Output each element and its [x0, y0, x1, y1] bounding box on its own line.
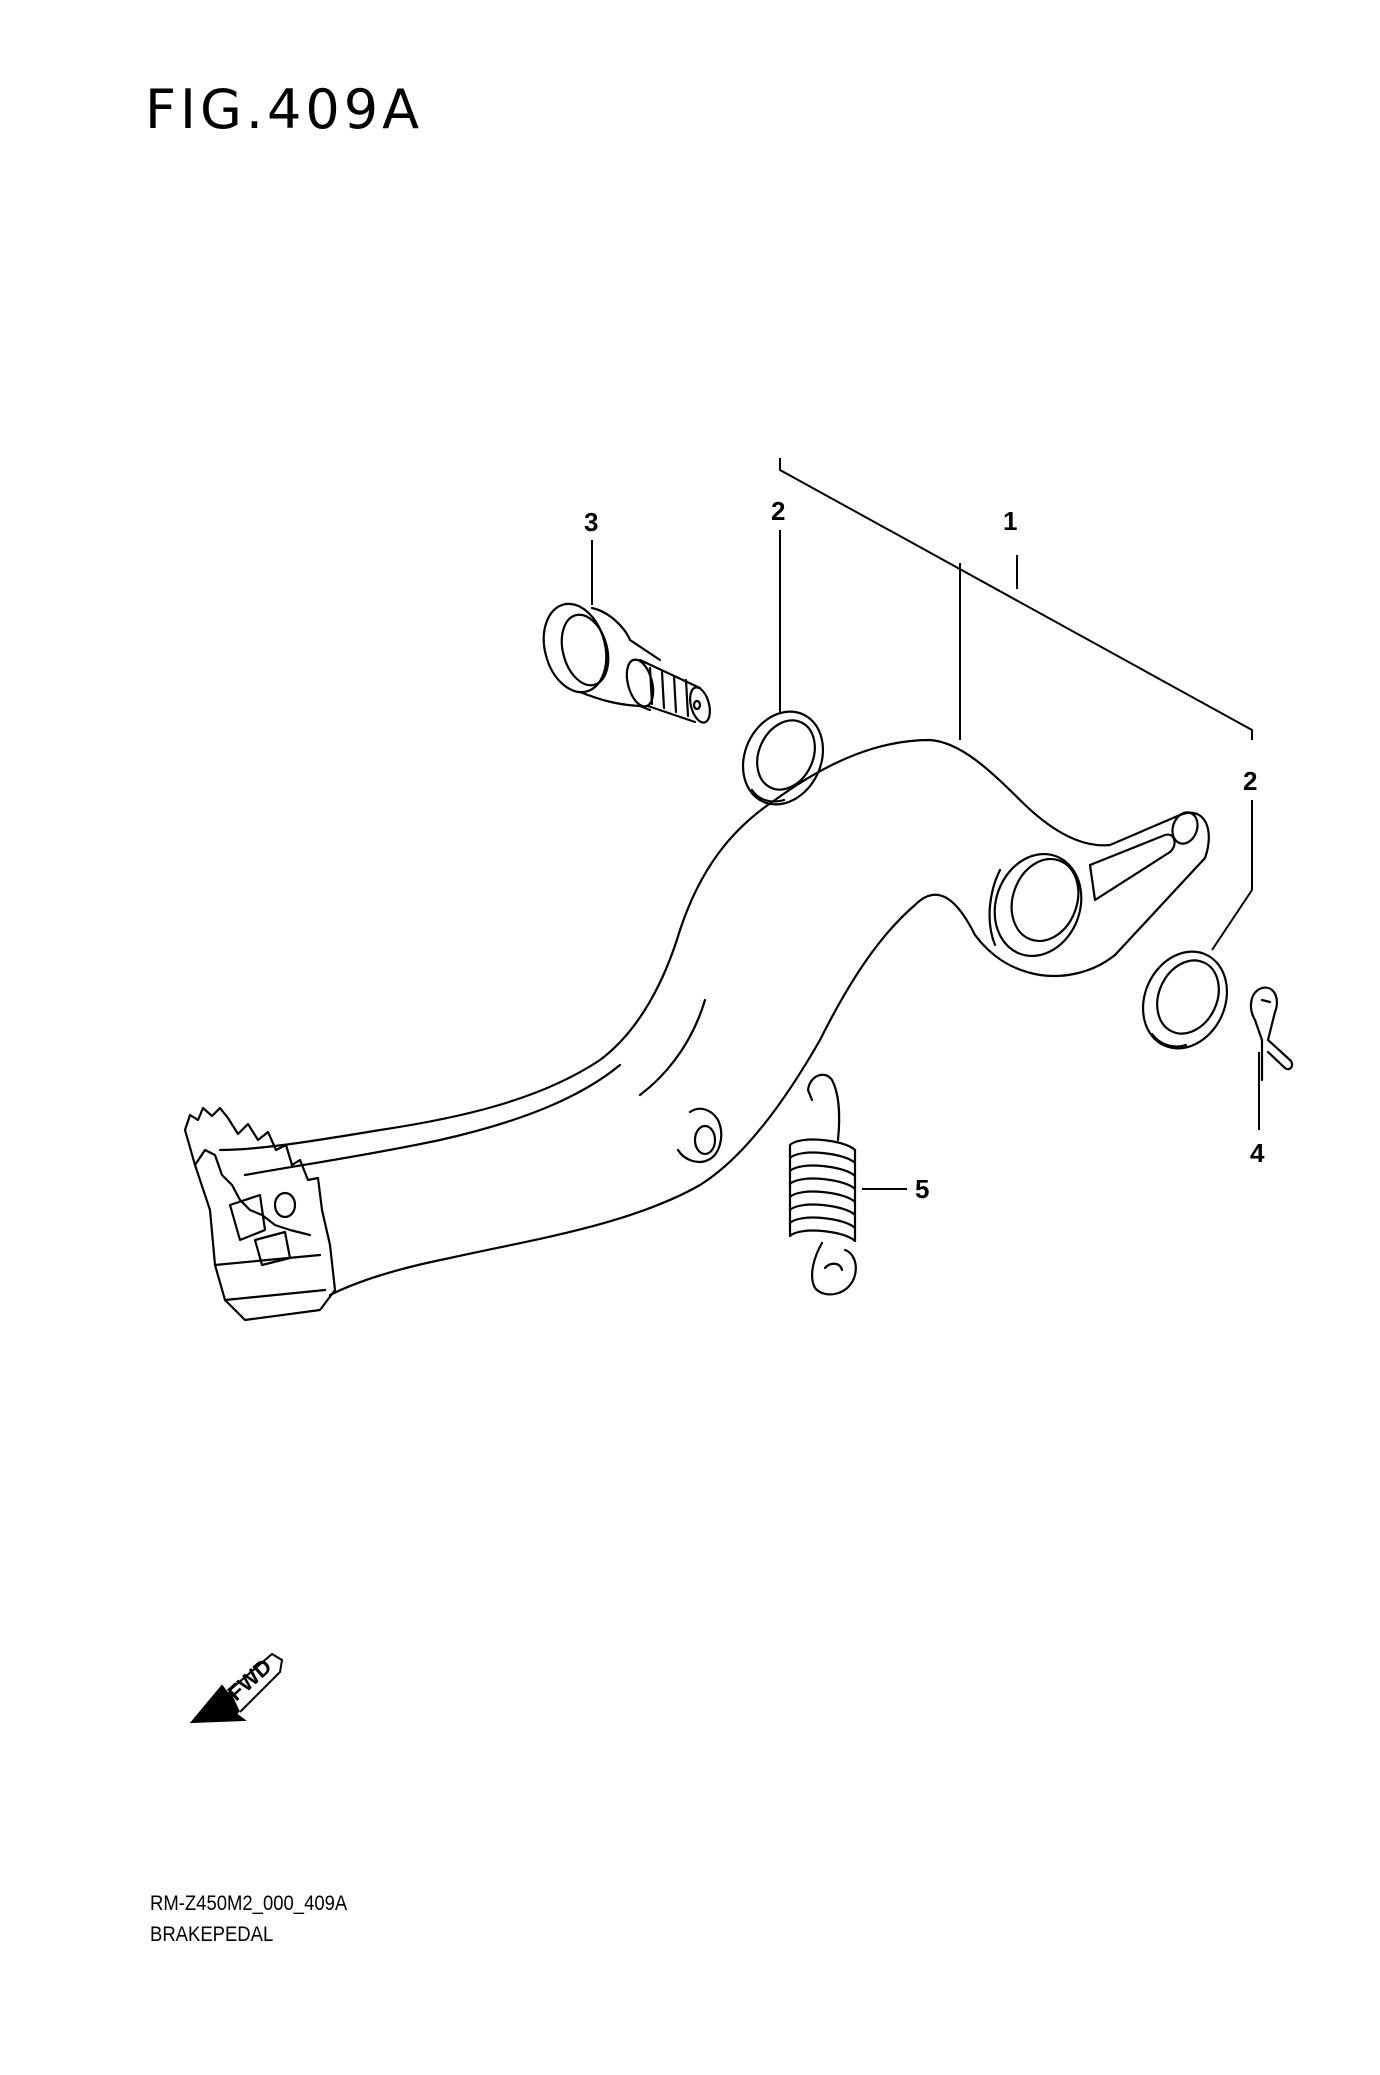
cotter-pin [1249, 986, 1294, 1082]
callout-4: 4 [1250, 1138, 1265, 1168]
figure-title: FIG.409A [145, 78, 424, 141]
callout-3: 3 [584, 507, 598, 537]
callout-1: 1 [1003, 506, 1017, 536]
fwd-arrow-icon: FWD [189, 1652, 284, 1724]
diagram-name: BRAKEPEDAL [150, 1923, 274, 1946]
callout-2-top: 2 [771, 496, 785, 526]
washer-right [1141, 950, 1229, 1050]
leader-lines [591, 458, 1260, 1190]
brake-pedal [183, 738, 1210, 1322]
footer: RM-Z450M2_000_409A BRAKEPEDAL [150, 1888, 347, 1950]
washer-top [741, 710, 825, 806]
callout-5: 5 [915, 1174, 929, 1204]
return-spring [788, 1073, 857, 1296]
callout-2-right: 2 [1243, 766, 1257, 796]
diagram-code: RM-Z450M2_000_409A [150, 1892, 348, 1915]
pivot-bolt [542, 602, 711, 724]
